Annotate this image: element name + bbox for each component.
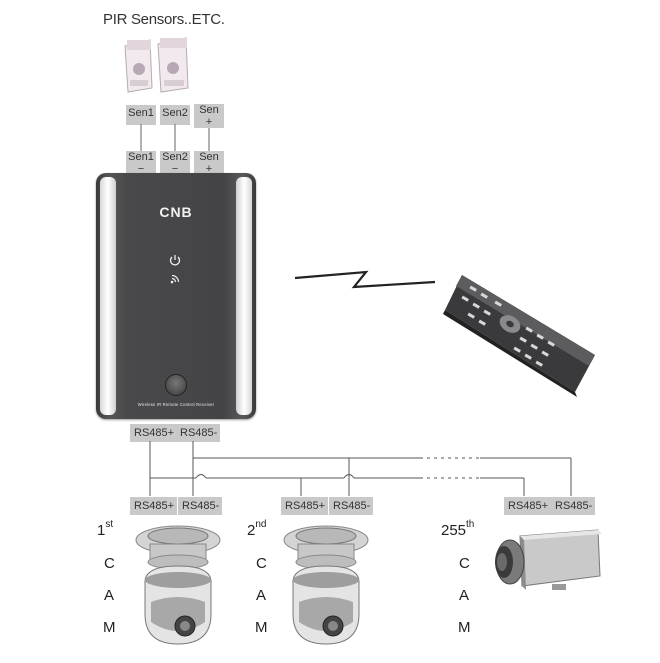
receiver-rs485-minus: RS485-	[176, 424, 220, 442]
receiver-rs485-plus: RS485+	[130, 424, 177, 442]
ir-receiver-unit: CNB Wireless IR Remote Control Receiver	[96, 173, 256, 419]
cam2-dome-camera-icon	[283, 525, 369, 645]
cam1-letter-c: C	[104, 555, 115, 572]
cam2-letter-a: A	[256, 587, 267, 604]
pir-sensor-2-icon	[157, 37, 189, 93]
receiver-terminal-sen-plus: Sen+	[194, 151, 224, 175]
cam1-dome-camera-icon	[135, 525, 221, 645]
remote-control-icon	[443, 275, 595, 397]
power-icon	[168, 253, 182, 267]
sensor-terminal-sen1: Sen1	[126, 105, 156, 125]
receiver-left-rail	[100, 177, 116, 415]
cam1-letter-a: A	[104, 587, 115, 604]
signal-icon	[169, 272, 181, 284]
receiver-caption: Wireless IR Remote Control Receiver	[137, 402, 215, 407]
cam255-letter-m: M	[458, 619, 471, 636]
cam1-rs485-minus: RS485-	[178, 497, 222, 515]
cam1-ordinal: 1st	[97, 519, 114, 539]
pir-sensors-image	[124, 37, 189, 93]
ir-window-button	[165, 374, 187, 396]
cam255-letter-a: A	[459, 587, 470, 604]
receiver-terminal-sen2: Sen2−	[160, 151, 190, 175]
receiver-right-rail	[236, 177, 252, 415]
cam1-letter-m: M	[103, 619, 116, 636]
cam2-rs485-plus: RS485+	[281, 497, 328, 515]
sensor-terminal-sen2: Sen2	[160, 105, 190, 125]
cam255-rs485-minus: RS485-	[551, 497, 595, 515]
receiver-brand-logo: CNB	[159, 204, 193, 220]
sensors-title: PIR Sensors..ETC.	[103, 11, 225, 28]
cam1-rs485-plus: RS485+	[130, 497, 177, 515]
pir-sensor-1-icon	[124, 39, 153, 93]
cam255-letter-c: C	[459, 555, 470, 572]
receiver-terminal-sen1: Sen1−	[126, 151, 156, 175]
cam255-ordinal: 255th	[441, 519, 475, 539]
cam2-rs485-minus: RS485-	[329, 497, 373, 515]
cam255-rs485-plus: RS485+	[504, 497, 551, 515]
wireless-link-icon	[294, 270, 436, 289]
cam2-ordinal: 2nd	[247, 519, 267, 539]
sensor-links	[140, 124, 210, 152]
cam255-box-camera-icon	[495, 529, 602, 590]
sensor-terminal-sen-plus: Sen+	[194, 104, 224, 128]
cam2-letter-c: C	[256, 555, 267, 572]
cam2-letter-m: M	[255, 619, 268, 636]
